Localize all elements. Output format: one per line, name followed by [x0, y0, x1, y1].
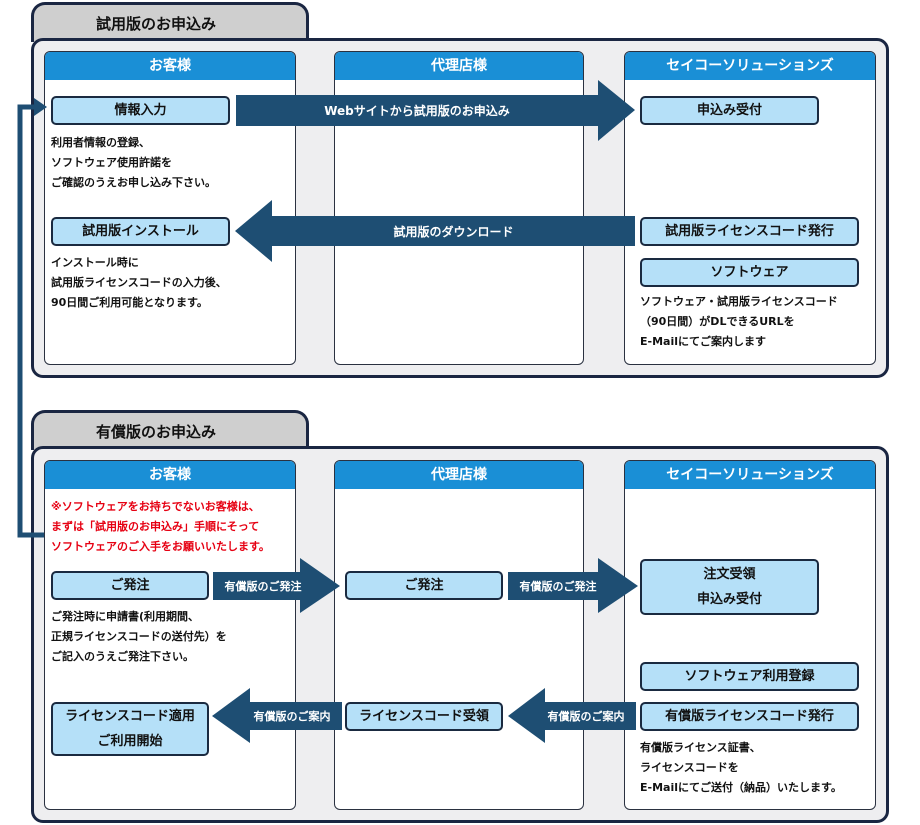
- paid-col-seiko-header: セイコーソリューションズ: [625, 461, 875, 489]
- order-arrow: [213, 558, 340, 613]
- guide-arrow-left: [212, 688, 342, 743]
- info-desc-line: ソフトウェア使用許諾を: [51, 156, 172, 169]
- paid-tab-title: 有償版のお申込み: [96, 423, 217, 441]
- paid-col-customer-header: お客様: [45, 461, 295, 489]
- dealer-order-box: ご発注: [345, 571, 503, 600]
- guide-arrow-left-label: 有償版のご案内: [253, 710, 331, 723]
- software-registration-box: ソフトウェア利用登録: [640, 662, 859, 691]
- paid-note-line: まずは「試用版のお申込み」手順にそって: [51, 520, 260, 533]
- order-arrow-label: 有償版のご発注: [224, 580, 302, 593]
- paid-license-issue-box: 有償版ライセンスコード発行: [640, 702, 859, 731]
- trial-col-dealer-header: 代理店様: [335, 52, 583, 80]
- trial-col-customer-header: お客様: [45, 52, 295, 80]
- install-desc-line: インストール時に: [51, 256, 139, 269]
- paid-note-line: ※ソフトウェアをお持ちでないお客様は、: [51, 500, 260, 513]
- apply-receive-label: 申込み受付: [696, 103, 762, 118]
- paid-col-dealer: 代理店様: [334, 460, 584, 810]
- info-input-desc: 利用者情報の登録、 ソフトウェア使用許諾を ご確認のうえお申し込み下さい。: [51, 133, 291, 193]
- trial-col-seiko-header: セイコーソリューションズ: [625, 52, 875, 80]
- license-apply-box: ライセンスコード適用 ご利用開始: [51, 702, 209, 756]
- download-arrow: [235, 200, 635, 262]
- trial-license-issue-label: 試用版ライセンスコード発行: [665, 224, 834, 239]
- order-desc-line: ご記入のうえご発注下さい。: [51, 650, 194, 663]
- web-apply-arrow: [236, 80, 635, 141]
- trial-tab: 試用版のお申込み: [31, 2, 309, 42]
- paid-tab: 有償版のお申込み: [31, 410, 309, 450]
- paid-note: ※ソフトウェアをお持ちでないお客様は、 まずは「試用版のお申込み」手順にそって …: [51, 497, 293, 557]
- issue-desc-line: 有償版ライセンス証書、: [640, 741, 761, 754]
- license-apply-line: ライセンスコード適用: [65, 709, 195, 724]
- guide-arrow-right-label: 有償版のご案内: [547, 710, 625, 723]
- software-desc-line: ソフトウェア・試用版ライセンスコード: [640, 295, 838, 308]
- dealer-order-arrow: [508, 558, 638, 613]
- paid-col-seiko: セイコーソリューションズ: [624, 460, 876, 810]
- order-desc: ご発注時に申請書(利用期間、 正規ライセンスコードの送付先）を ご記入のうえご発…: [51, 607, 293, 667]
- software-desc-line: （90日間）がDLできるURLを: [640, 315, 795, 328]
- paid-note-line: ソフトウェアのご入手をお願いいたします。: [51, 540, 270, 553]
- apply-receive-box: 申込み受付: [640, 96, 819, 125]
- order-receive-line: 注文受領: [703, 567, 756, 582]
- issue-desc: 有償版ライセンス証書、 ライセンスコードを E-Mailにてご送付（納品）いたし…: [640, 738, 874, 798]
- software-desc: ソフトウェア・試用版ライセンスコード （90日間）がDLできるURLを E-Ma…: [640, 292, 874, 352]
- software-label: ソフトウェア: [710, 265, 789, 280]
- license-apply-line: ご利用開始: [97, 734, 163, 749]
- info-input-box: 情報入力: [51, 96, 230, 125]
- dealer-order-label: ご発注: [404, 578, 444, 593]
- dealer-order-arrow-label: 有償版のご発注: [519, 580, 597, 593]
- issue-desc-line: ライセンスコードを: [640, 761, 739, 774]
- paid-license-issue-label: 有償版ライセンスコード発行: [665, 709, 834, 724]
- trial-install-box: 試用版インストール: [51, 217, 230, 246]
- install-desc-line: 試用版ライセンスコードの入力後、: [51, 276, 227, 289]
- trial-tab-title: 試用版のお申込み: [96, 15, 217, 33]
- order-receive-line: 申込み受付: [696, 592, 762, 607]
- license-receive-box: ライセンスコード受領: [345, 702, 503, 731]
- software-registration-label: ソフトウェア利用登録: [684, 669, 815, 684]
- paid-col-dealer-header: 代理店様: [335, 461, 583, 489]
- customer-order-label: ご発注: [110, 578, 150, 593]
- order-desc-line: ご発注時に申請書(利用期間、: [51, 610, 200, 623]
- customer-order-box: ご発注: [51, 571, 209, 600]
- connector-arrowhead: [34, 98, 47, 116]
- info-input-label: 情報入力: [114, 103, 167, 118]
- trial-install-label: 試用版インストール: [82, 224, 199, 239]
- install-desc-line: 90日間ご利用可能となります。: [51, 296, 208, 309]
- web-apply-arrow-label: Webサイトから試用版のお申込み: [324, 104, 510, 118]
- order-receive-box: 注文受領 申込み受付: [640, 559, 819, 615]
- software-desc-line: E-Mailにてご案内します: [640, 335, 766, 348]
- info-desc-line: ご確認のうえお申し込み下さい。: [51, 176, 216, 189]
- info-desc-line: 利用者情報の登録、: [51, 136, 150, 149]
- connector-line: [17, 104, 44, 538]
- issue-desc-line: E-Mailにてご送付（納品）いたします。: [640, 781, 842, 794]
- software-box: ソフトウェア: [640, 258, 859, 287]
- guide-arrow-right: [508, 688, 636, 743]
- trial-license-issue-box: 試用版ライセンスコード発行: [640, 217, 859, 246]
- download-arrow-label: 試用版のダウンロード: [393, 224, 514, 239]
- trial-install-desc: インストール時に 試用版ライセンスコードの入力後、 90日間ご利用可能となります…: [51, 253, 291, 313]
- license-receive-label: ライセンスコード受領: [359, 709, 489, 724]
- order-desc-line: 正規ライセンスコードの送付先）を: [51, 630, 227, 643]
